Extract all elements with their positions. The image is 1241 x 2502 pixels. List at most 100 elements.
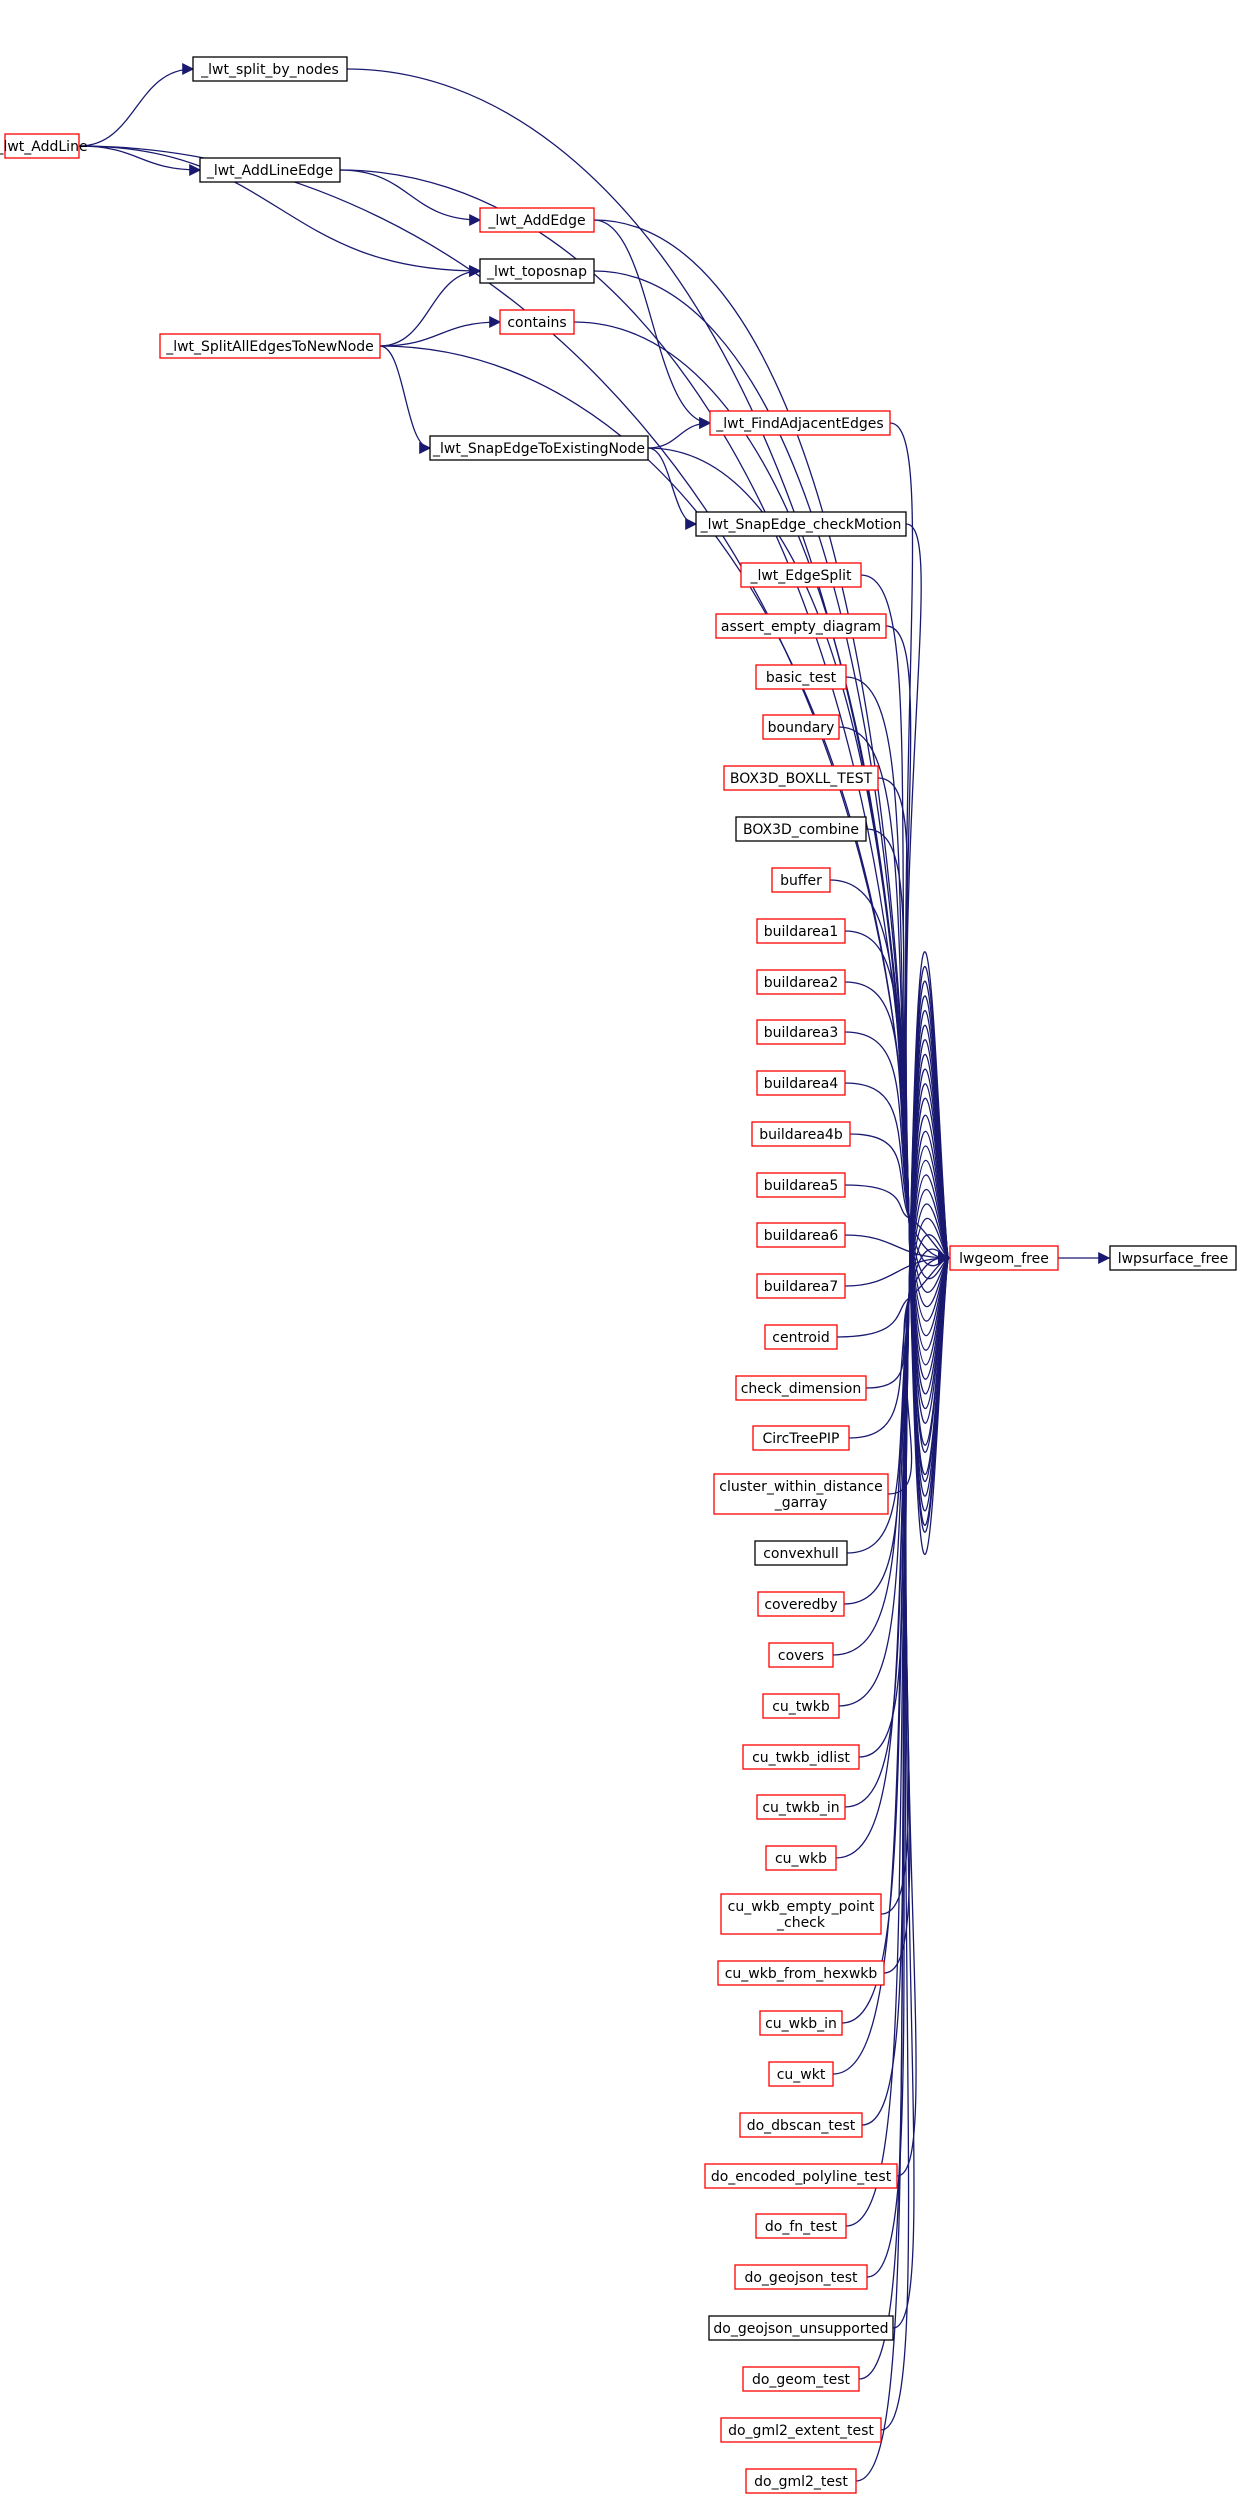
node-box [768, 2061, 834, 2087]
node-do_dbscan_test[interactable]: do_dbscan_test [739, 2112, 863, 2138]
node-box [715, 613, 887, 639]
node-cu_wkb_in[interactable]: cu_wkb_in [759, 2010, 843, 2036]
node-check_dimension[interactable]: check_dimension [735, 1375, 867, 1401]
node-box [752, 1425, 850, 1451]
node-label: basic_test [766, 670, 837, 686]
edge-layer [78, 63, 1111, 2482]
node-label: BOX3D_combine [743, 822, 859, 838]
node-label: covers [778, 1648, 824, 1664]
node-box [756, 1222, 846, 1248]
node-box [756, 1070, 846, 1096]
node-label: _garray [774, 1495, 828, 1511]
node-do_gml2_test[interactable]: do_gml2_test [745, 2468, 857, 2494]
node-lwt_toposnap: _lwt_toposnap [479, 258, 595, 284]
node-box [757, 1591, 845, 1617]
node-buildarea6[interactable]: buildarea6 [756, 1222, 846, 1248]
node-cu_wkb_empty_point_check[interactable]: cu_wkb_empty_point_check [720, 1893, 882, 1935]
node-label: boundary [768, 720, 835, 736]
node-box [159, 333, 381, 359]
node-covers[interactable]: covers [768, 1642, 834, 1668]
node-label: cu_twkb [772, 1699, 830, 1715]
node-cu_wkb_from_hexwkb[interactable]: cu_wkb_from_hexwkb [717, 1960, 885, 1986]
node-label: buildarea2 [764, 975, 839, 991]
node-label: contains [507, 315, 566, 331]
node-buildarea5[interactable]: buildarea5 [756, 1172, 846, 1198]
node-buildarea1[interactable]: buildarea1 [756, 918, 846, 944]
node-label: do_fn_test [765, 2219, 838, 2235]
node-do_gml2_extent_test[interactable]: do_gml2_extent_test [720, 2417, 882, 2443]
node-label: _lwt_FindAdjacentEdges [715, 416, 883, 432]
node-buffer[interactable]: buffer [771, 867, 831, 893]
node-assert_empty_diagram[interactable]: assert_empty_diagram [715, 613, 887, 639]
node-box [720, 2417, 882, 2443]
node-layer: lwpsurface_free lwgeom_free _lwt_split_by_… [0, 56, 1237, 2494]
call-edge [379, 345, 432, 454]
call-edge [346, 68, 951, 1556]
node-lwt_AddLine[interactable]: _lwt_AddLine [0, 133, 88, 159]
node-do_fn_test[interactable]: do_fn_test [755, 2213, 847, 2239]
node-box [735, 816, 867, 842]
node-label: _check [776, 1915, 826, 1931]
node-lwt_FindAdjacentEdges[interactable]: _lwt_FindAdjacentEdges [709, 410, 891, 436]
node-label: cu_wkb_in [765, 2016, 837, 2032]
node-box [735, 1375, 867, 1401]
call-edge [836, 1252, 951, 1338]
node-label: _lwt_AddLineEdge [206, 163, 333, 179]
call-edge [573, 321, 951, 1483]
node-cluster_within_distance_garray[interactable]: cluster_within_distance_garray [713, 1473, 889, 1515]
node-label: _lwt_split_by_nodes [200, 62, 339, 78]
node-box [759, 2010, 843, 2036]
node-box [739, 2112, 863, 2138]
call-edge [379, 316, 502, 347]
node-lwgeom_free[interactable]: lwgeom_free [949, 1245, 1059, 1271]
node-label: buildarea7 [764, 1279, 839, 1295]
node-cu_wkt[interactable]: cu_wkt [768, 2061, 834, 2087]
node-buildarea2[interactable]: buildarea2 [756, 969, 846, 995]
node-cu_wkb[interactable]: cu_wkb [765, 1845, 837, 1871]
node-do_encoded_polyline_test[interactable]: do_encoded_polyline_test [704, 2163, 898, 2189]
node-box [708, 2315, 894, 2341]
node-BOX3D_BOXLL_TEST[interactable]: BOX3D_BOXLL_TEST [723, 765, 879, 791]
node-lwpsurface_free: lwpsurface_free [1109, 1245, 1237, 1271]
node-box [756, 1794, 846, 1820]
node-do_geom_test[interactable]: do_geom_test [742, 2366, 860, 2392]
node-cu_twkb[interactable]: cu_twkb [762, 1693, 840, 1719]
node-cu_twkb_in[interactable]: cu_twkb_in [756, 1794, 846, 1820]
node-box [479, 258, 595, 284]
node-label: buffer [780, 873, 822, 889]
node-contains[interactable]: contains [499, 309, 575, 335]
call-edge [844, 1234, 951, 1264]
node-box [4, 133, 80, 159]
node-label: buildarea6 [764, 1228, 839, 1244]
node-convexhull: convexhull [754, 1540, 848, 1566]
node-buildarea7[interactable]: buildarea7 [756, 1273, 846, 1299]
node-label: buildarea3 [764, 1025, 839, 1041]
call-edge [647, 417, 712, 449]
node-lwt_split_by_nodes: _lwt_split_by_nodes [192, 56, 348, 82]
node-cu_twkb_idlist[interactable]: cu_twkb_idlist [742, 1744, 860, 1770]
node-label: cu_wkt [777, 2067, 826, 2083]
node-label: do_dbscan_test [747, 2118, 856, 2134]
node-buildarea3[interactable]: buildarea3 [756, 1019, 846, 1045]
node-buildarea4[interactable]: buildarea4 [756, 1070, 846, 1096]
node-lwt_SplitAllEdgesToNewNode[interactable]: _lwt_SplitAllEdgesToNewNode [159, 333, 381, 359]
node-lwt_EdgeSplit[interactable]: _lwt_EdgeSplit [740, 562, 862, 588]
node-do_geojson_test[interactable]: do_geojson_test [734, 2264, 868, 2290]
node-box [740, 562, 862, 588]
call-edge [593, 219, 712, 429]
node-boundary[interactable]: boundary [762, 714, 840, 740]
node-CircTreePIP[interactable]: CircTreePIP [752, 1425, 850, 1451]
node-box [723, 765, 879, 791]
node-label: buildarea4b [759, 1127, 843, 1143]
call-edge [865, 1251, 951, 1389]
node-centroid[interactable]: centroid [764, 1324, 838, 1350]
node-coveredby[interactable]: coveredby [757, 1591, 845, 1617]
node-basic_test[interactable]: basic_test [755, 664, 847, 690]
node-box [755, 664, 847, 690]
node-label: _lwt_AddLine [0, 139, 88, 155]
node-box [765, 1845, 837, 1871]
node-lwt_AddEdge[interactable]: _lwt_AddEdge [479, 207, 595, 233]
node-buildarea4b[interactable]: buildarea4b [751, 1121, 851, 1147]
node-box [717, 1960, 885, 1986]
call-edge [78, 145, 482, 277]
